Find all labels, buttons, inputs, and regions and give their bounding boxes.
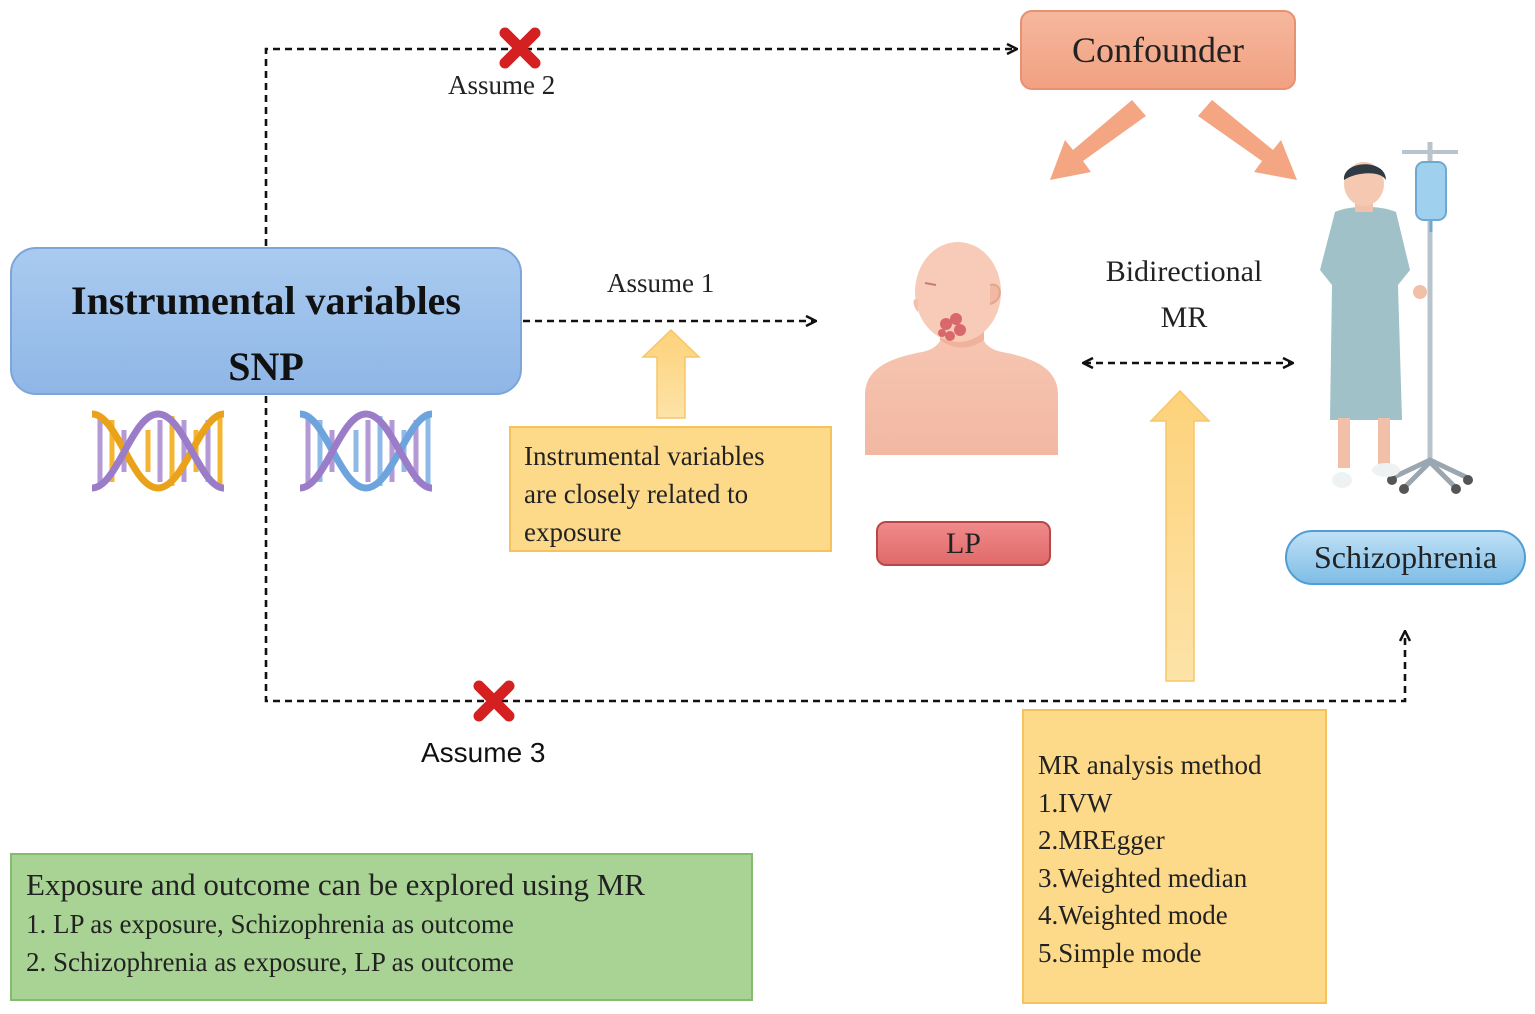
assume3-connector: [264, 396, 1405, 703]
assume2-cross-icon: [499, 27, 541, 69]
iv-note-line: are closely related to: [524, 479, 749, 509]
lymph-node-lesion-icon: [938, 313, 966, 341]
assume3-label: Assume 3: [421, 737, 546, 768]
assume3-cross-icon: [473, 680, 515, 722]
lp-node: LP: [876, 521, 1051, 566]
mr-method-item: 2.MREgger: [1038, 825, 1165, 855]
exploration-title: Exposure and outcome can be explored usi…: [26, 867, 645, 902]
iv-note-line: Instrumental variables: [524, 441, 765, 471]
bidirectional-mr-label: Bidirectional MR: [1074, 249, 1294, 341]
bidirectional-label-line2: MR: [1160, 301, 1208, 334]
exploration-item: 1. LP as exposure, Schizophrenia as outc…: [26, 909, 514, 939]
dna-icon: [91, 410, 225, 492]
patient-bust-illustration: [865, 242, 1058, 455]
mr-method-item: 1.IVW: [1038, 787, 1113, 818]
instrumental-variables-box: Instrumental variables SNP: [10, 247, 522, 395]
schizophrenia-node: Schizophrenia: [1285, 530, 1526, 585]
confounder-to-lp-arrow: [1050, 100, 1146, 180]
patient-with-iv-drip-illustration: [1320, 142, 1473, 494]
mr-method-item: 5.Simple mode: [1038, 937, 1202, 968]
dna-icon: [299, 410, 433, 492]
assume1-label: Assume 1: [607, 268, 715, 298]
assume2-connector: [264, 49, 1016, 246]
mr-method-item: 4.Weighted mode: [1038, 900, 1228, 930]
confounder-to-schizophrenia-arrow: [1198, 100, 1297, 180]
bidirectional-label-line1: Bidirectional: [1105, 255, 1263, 288]
iv-relevance-note: Instrumental variables are closely relat…: [509, 426, 832, 552]
mr-method-up-arrow: [1149, 389, 1211, 682]
assume2-label: Assume 2: [448, 70, 556, 100]
exploration-item: 2. Schizophrenia as exposure, LP as outc…: [26, 947, 514, 977]
snp-label: SNP: [228, 344, 304, 389]
exploration-summary-box: Exposure and outcome can be explored usi…: [10, 853, 753, 1001]
mr-analysis-method-box: MR analysis method 1.IVW 2.MREgger 3.Wei…: [1022, 709, 1327, 1004]
iv-note-line: exposure: [524, 517, 622, 547]
mr-method-title: MR analysis method: [1038, 750, 1262, 780]
confounder-box: Confounder: [1020, 10, 1296, 90]
iv-note-up-arrow: [641, 328, 701, 419]
instrumental-variables-label: Instrumental variables: [71, 278, 461, 323]
mr-method-item: 3.Weighted median: [1038, 862, 1248, 893]
